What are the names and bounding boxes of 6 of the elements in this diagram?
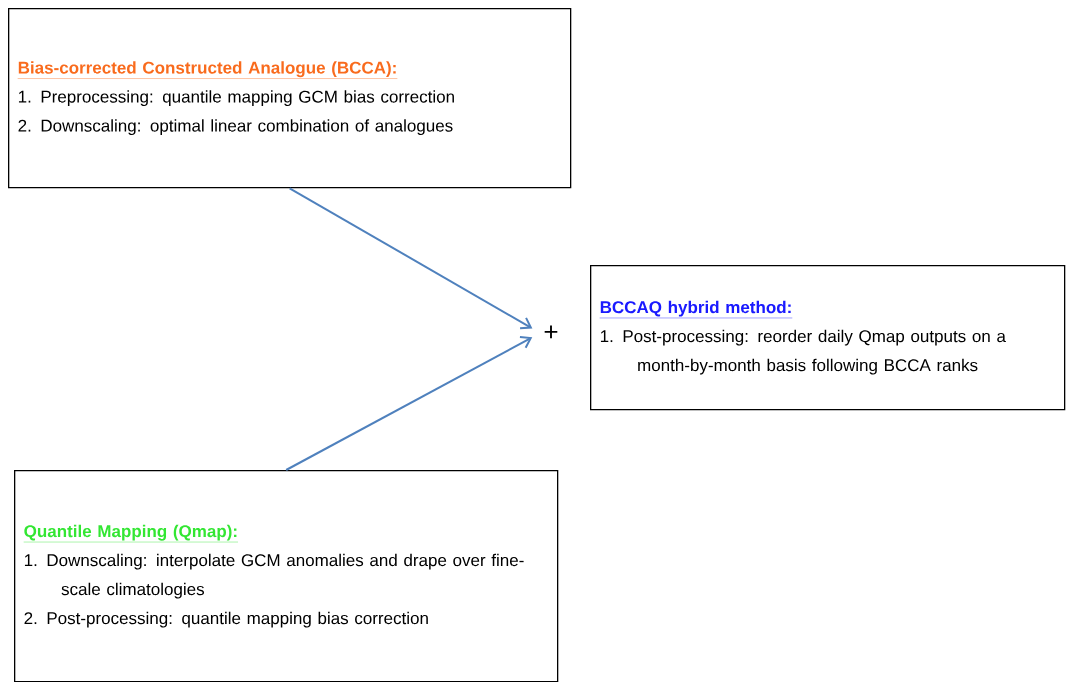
arrow <box>288 187 533 330</box>
arrow <box>285 336 533 471</box>
text-box: Bias-corrected Constructed Analogue (BCCA): 1. Preprocessing: quantile mapping GCM bias correction 2. Downscaling: optimal linear combination of analogues <box>8 8 572 189</box>
text-box: Quantile Mapping (Qmap): 1. Downscaling: interpolate GCM anomalies and drape over fine-scale climatologies 2. Post-processing: quantile mapping bias correction <box>14 470 559 682</box>
plus-sign: + <box>544 325 558 339</box>
text-box: BCCAQ hybrid method: 1. Post-processing: reorder daily Qmap outputs on a month-by-month basis following BCCA ranks <box>590 265 1066 411</box>
